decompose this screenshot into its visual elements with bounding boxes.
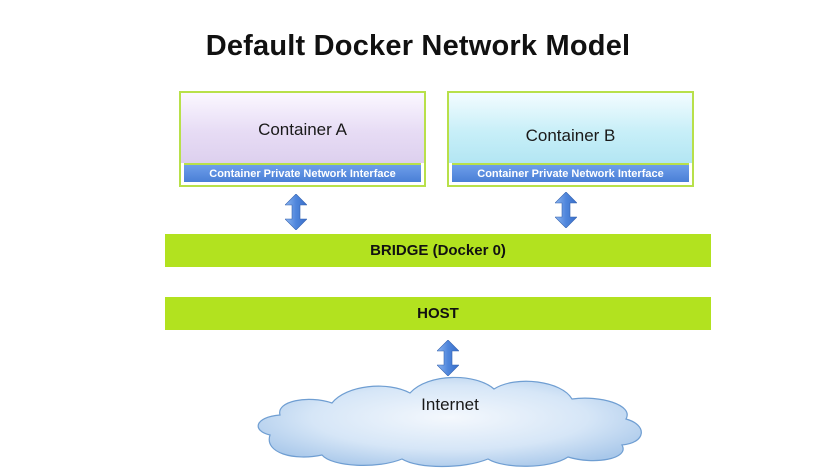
internet-label: Internet: [421, 395, 479, 414]
container-a-label: Container A: [258, 120, 347, 139]
cloud-icon: [257, 376, 642, 468]
diagram-title: Default Docker Network Model: [205, 30, 631, 62]
host-label: HOST: [417, 305, 459, 322]
container-a-body: Container A: [181, 93, 424, 163]
container-b-box: Container B Container Private Network In…: [447, 91, 694, 187]
container-b-body: Container B: [449, 93, 692, 163]
container-b-label: Container B: [525, 126, 616, 145]
container-a-network-interface: Container Private Network Interface: [184, 163, 421, 182]
double-headed-arrow-icon: [285, 194, 307, 230]
double-headed-arrow-icon: [555, 192, 577, 228]
container-b-network-interface: Container Private Network Interface: [452, 163, 689, 182]
double-headed-arrow-icon: [437, 340, 459, 376]
bridge-label: BRIDGE (Docker 0): [370, 242, 506, 259]
host-bar: HOST: [165, 297, 711, 330]
bridge-bar: BRIDGE (Docker 0): [165, 234, 711, 267]
container-a-box: Container A Container Private Network In…: [179, 91, 426, 187]
